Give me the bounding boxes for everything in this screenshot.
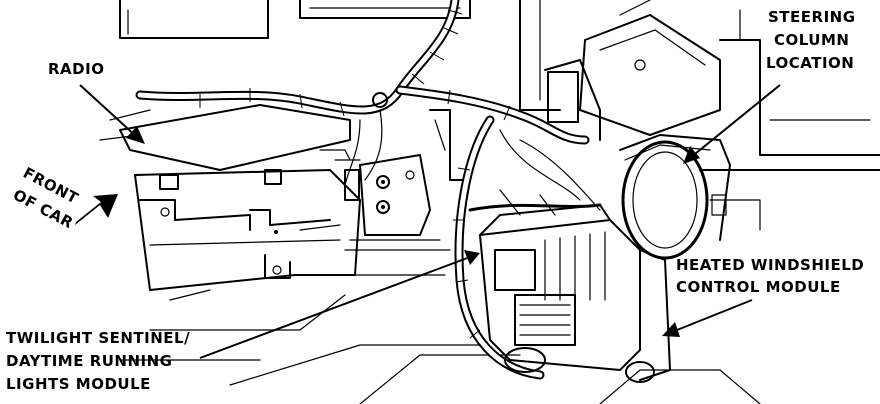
label-twilight-line1: TWILIGHT SENTINEL/ <box>6 329 190 347</box>
center-bracket <box>344 109 471 236</box>
label-steering-line1: STEERING <box>768 8 856 26</box>
label-radio: RADIO <box>48 60 104 78</box>
arrow-steering-column <box>683 84 781 164</box>
arrow-front-of-car <box>75 194 118 225</box>
wiring-harness <box>135 0 601 380</box>
label-twilight-line2: DAYTIME RUNNING <box>6 352 172 370</box>
label-front-of-car: FRONT OF CAR <box>10 164 82 233</box>
label-twilight-line3: LIGHTS MODULE <box>6 375 151 393</box>
label-steering-column: STEERING COLUMN LOCATION <box>766 8 856 72</box>
arrow-radio <box>79 84 145 144</box>
radio-unit <box>119 104 361 291</box>
arrow-heated-windshield <box>662 299 753 337</box>
dash-structure <box>99 0 880 404</box>
arrow-twilight-sentinel <box>199 250 480 359</box>
label-twilight-sentinel: TWILIGHT SENTINEL/ DAYTIME RUNNING LIGHT… <box>6 329 190 393</box>
label-heated-line1: HEATED WINDSHIELD <box>676 256 864 274</box>
label-heated-windshield: HEATED WINDSHIELD CONTROL MODULE <box>676 256 864 296</box>
label-heated-line2: CONTROL MODULE <box>676 278 841 296</box>
label-steering-line3: LOCATION <box>766 54 854 72</box>
heated-windshield-module <box>468 189 671 383</box>
label-steering-line2: COLUMN <box>774 31 849 49</box>
steering-column <box>544 0 731 260</box>
label-radio-text: RADIO <box>48 60 104 78</box>
